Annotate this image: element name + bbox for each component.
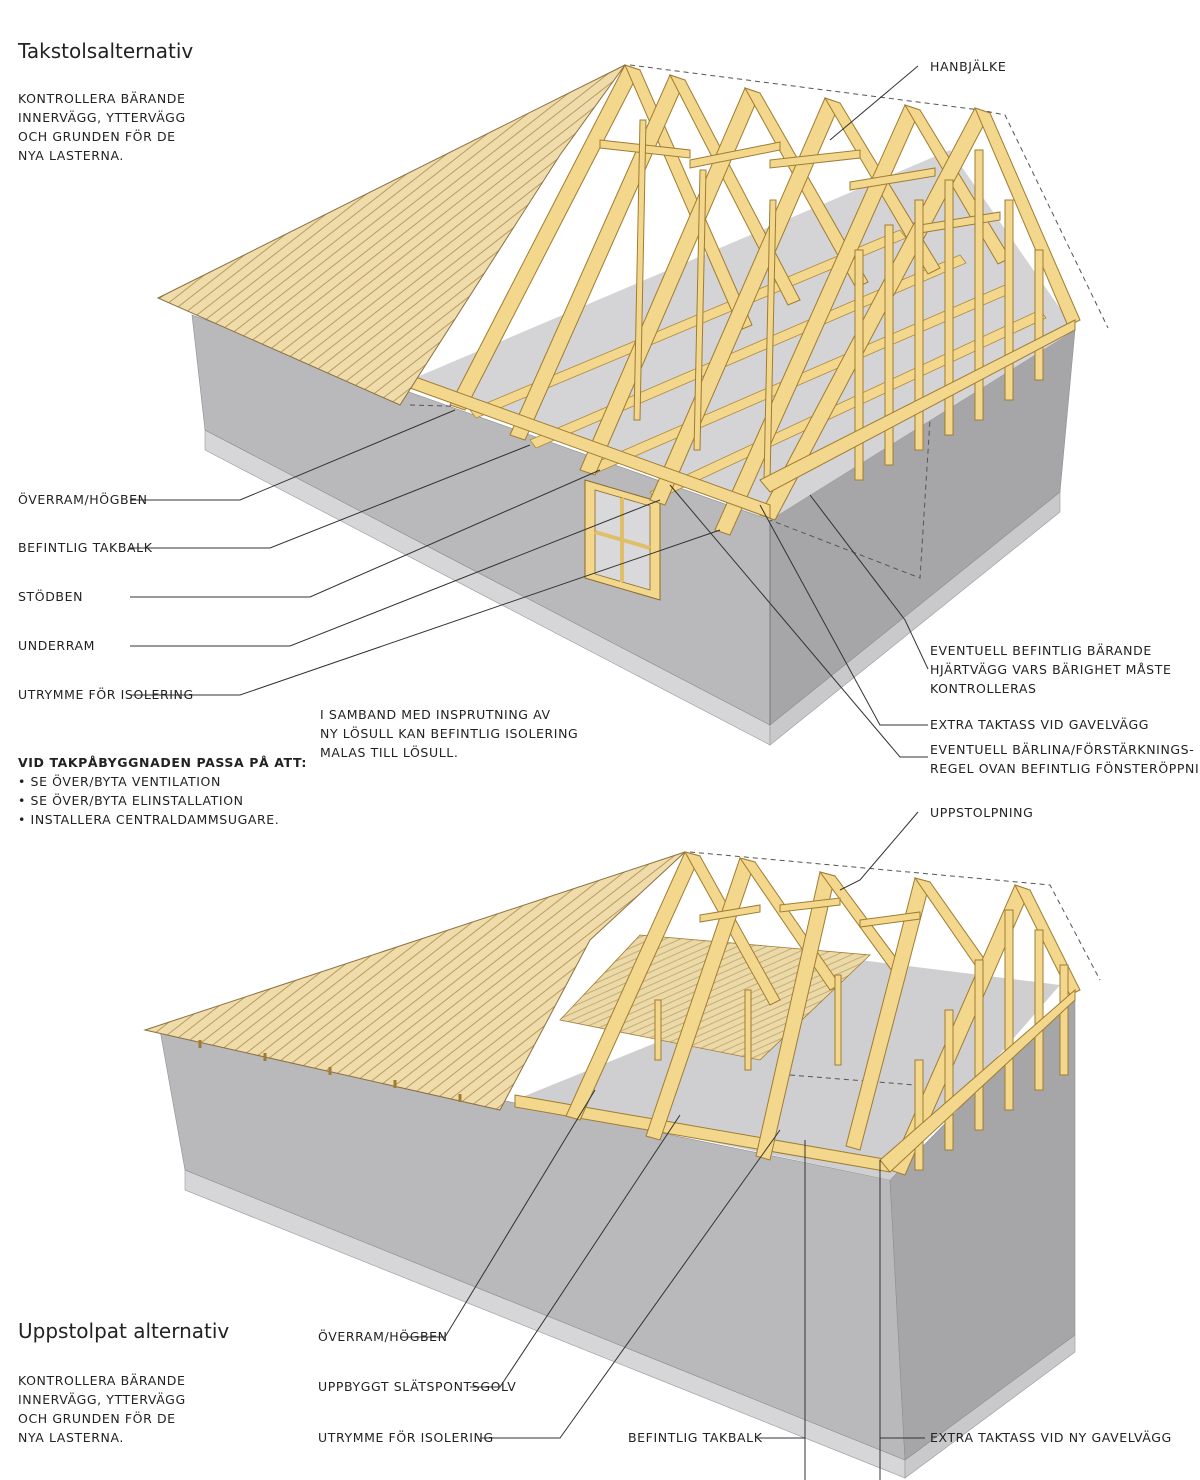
label-taktass-gavel: EXTRA TAKTASS VID GAVELVÄGG	[930, 717, 1149, 732]
title-bottom: Uppstolpat alternativ	[18, 1319, 229, 1343]
label-hjartvagg-line-1: EVENTUELL BEFINTLIG BÄRANDE	[930, 643, 1152, 658]
hidden-bearing-wall	[409, 404, 931, 579]
roof-outline-dashed	[629, 64, 1109, 329]
label-hjartvagg-line-2: HJÄRTVÄGG VARS BÄRIGHET MÅSTE	[930, 662, 1171, 677]
label-stodben: STÖDBEN	[18, 588, 83, 604]
label-barlina-line-1: EVENTUELL BÄRLINA/FÖRSTÄRKNINGS-	[930, 741, 1194, 757]
checklist: VID TAKPÅBYGGNADEN PASSA PÅ ATT: • SE ÖV…	[18, 755, 307, 827]
note-top-line-4: NYA LASTERNA.	[18, 148, 124, 163]
top-text: Takstolsalternativ KONTROLLERA BÄRANDE I…	[17, 39, 1200, 776]
house-bottom	[143, 851, 1101, 1479]
bottom-text: UPPSTOLPNING Uppstolpat alternativ KONTR…	[18, 805, 1172, 1445]
gable-studs	[759, 149, 1076, 493]
note-top-line-1: KONTROLLERA BÄRANDE	[18, 91, 186, 106]
note-bottom-line-1: KONTROLLERA BÄRANDE	[18, 1373, 186, 1388]
rafter-tails	[198, 1040, 462, 1102]
note-bottom-line-3: OCH GRUNDEN FÖR DE	[18, 1410, 176, 1426]
label-befintlig-takbalk: BEFINTLIG TAKBALK	[18, 540, 153, 555]
label-slatspontsgolv: UPPBYGGT SLÄTSPONTSGOLV	[318, 1379, 516, 1394]
note-top-line-3: OCH GRUNDEN FÖR DE	[18, 128, 176, 144]
new-gable	[879, 884, 1081, 1176]
roof-slope	[156, 64, 626, 406]
center-note-line-3: MALAS TILL LÖSULL.	[320, 744, 458, 760]
house-top	[156, 64, 1109, 746]
top-leaders	[130, 65, 929, 758]
trusses	[449, 64, 1081, 536]
checklist-heading: VID TAKPÅBYGGNADEN PASSA PÅ ATT:	[18, 755, 307, 770]
label-barlina-line-2: REGEL OVAN BEFINTLIG FÖNSTERÖPPNING	[930, 760, 1200, 776]
label-taktass-ny-gavel: EXTRA TAKTASS VID NY GAVELVÄGG	[930, 1430, 1172, 1445]
note-bottom-line-2: INNERVÄGG, YTTERVÄGG	[18, 1392, 186, 1407]
center-note-line-1: I SAMBAND MED INSPRUTNING AV	[320, 707, 551, 722]
note-top-line-2: INNERVÄGG, YTTERVÄGG	[18, 110, 186, 125]
center-note-line-2: NY LÖSULL KAN BEFINTLIG ISOLERING	[320, 725, 578, 741]
roof-outline-dashed-bottom	[689, 851, 1101, 981]
label-underram: UNDERRAM	[18, 638, 95, 653]
raised-trusses	[565, 851, 986, 1161]
label-utrymme-isolering: UTRYMME FÖR ISOLERING	[18, 686, 194, 702]
note-bottom-line-4: NYA LASTERNA.	[18, 1430, 124, 1445]
label-hanbjalke: HANBJÄLKE	[930, 59, 1006, 74]
checklist-item: • SE ÖVER/BYTA VENTILATION	[18, 773, 221, 789]
label-overram: ÖVERRAM/HÖGBEN	[18, 491, 148, 507]
title-top: Takstolsalternativ	[17, 39, 193, 63]
roof-slope-bottom	[143, 851, 686, 1111]
checklist-item: • INSTALLERA CENTRALDAMMSUGARE.	[18, 812, 279, 827]
bottom-label-leaders	[758, 1140, 925, 1439]
hidden-wall-bottom	[789, 1074, 916, 1086]
label-hjartvagg-line-3: KONTROLLERAS	[930, 681, 1037, 696]
label-isolering-bottom: UTRYMME FÖR ISOLERING	[318, 1429, 494, 1445]
label-uppstolpning: UPPSTOLPNING	[930, 805, 1033, 820]
label-takbalk-bottom: BEFINTLIG TAKBALK	[628, 1430, 763, 1445]
label-overram-bottom: ÖVERRAM/HÖGBEN	[318, 1328, 448, 1344]
checklist-item: • SE ÖVER/BYTA ELINSTALLATION	[18, 792, 244, 808]
